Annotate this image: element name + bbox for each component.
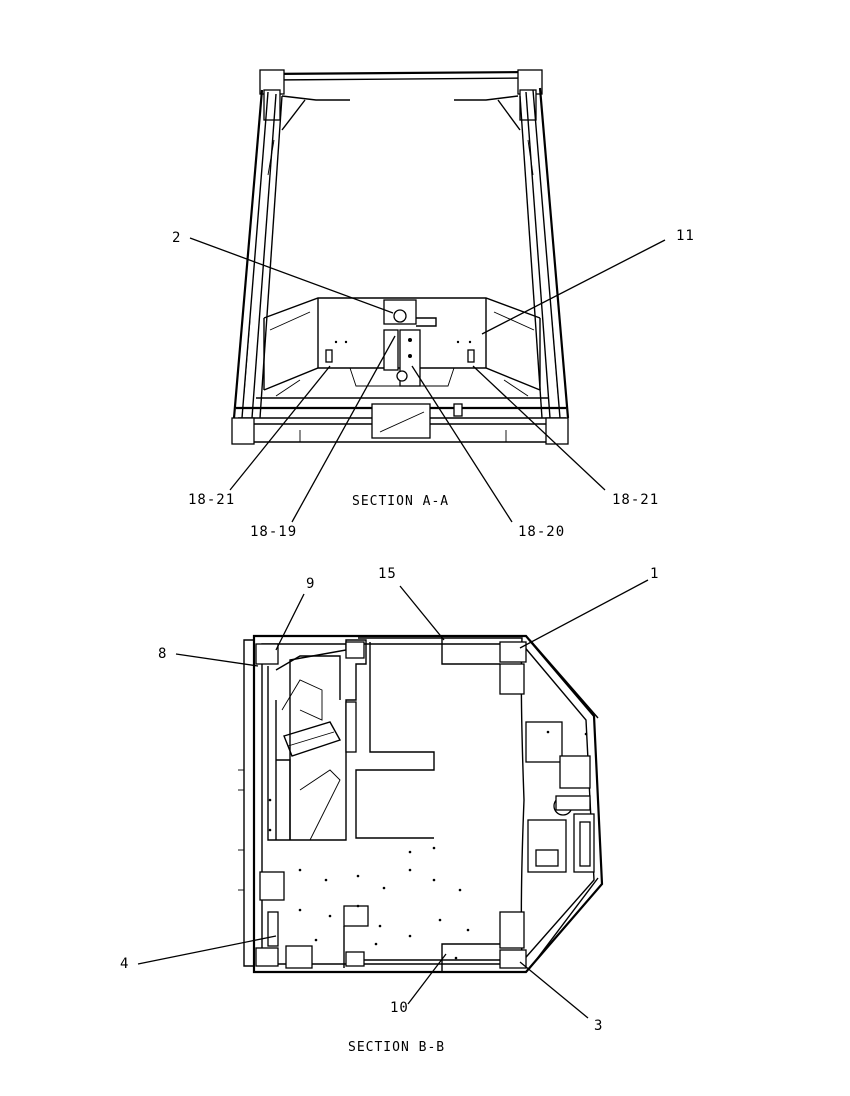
section-b-b-view [137, 579, 649, 1019]
callout-18-21-left: 18-21 [188, 492, 236, 508]
callout-10: 10 [390, 1000, 409, 1016]
leader-18-20 [411, 365, 513, 523]
callout-2: 2 [172, 230, 182, 246]
callout-18-21-right: 18-21 [612, 492, 660, 508]
callout-18-20: 18-20 [518, 524, 566, 540]
leader-1 [519, 579, 649, 649]
leader-15 [399, 585, 445, 641]
leader-18-19 [291, 335, 396, 523]
leader-9 [275, 593, 305, 651]
leader-10 [407, 953, 447, 1005]
leader-2 [189, 237, 394, 314]
floor-rivets [268, 798, 470, 960]
caption-section-a-a: SECTION A-A [352, 494, 450, 509]
callout-15: 15 [378, 566, 397, 582]
callout-8: 8 [158, 646, 168, 662]
leader-3 [519, 961, 589, 1019]
callout-9: 9 [306, 576, 316, 592]
callout-18-19: 18-19 [250, 524, 298, 540]
leader-11 [481, 239, 666, 335]
leader-4 [137, 935, 277, 965]
caption-section-b-b: SECTION B-B [348, 1040, 446, 1055]
leader-8 [175, 653, 259, 667]
callout-11: 11 [676, 228, 695, 244]
callout-1: 1 [650, 566, 660, 582]
callout-3: 3 [594, 1018, 604, 1034]
leader-18-21-left [229, 365, 331, 491]
callout-4: 4 [120, 956, 130, 972]
leader-18-21-right [472, 365, 606, 491]
section-a-a-view [189, 69, 666, 523]
